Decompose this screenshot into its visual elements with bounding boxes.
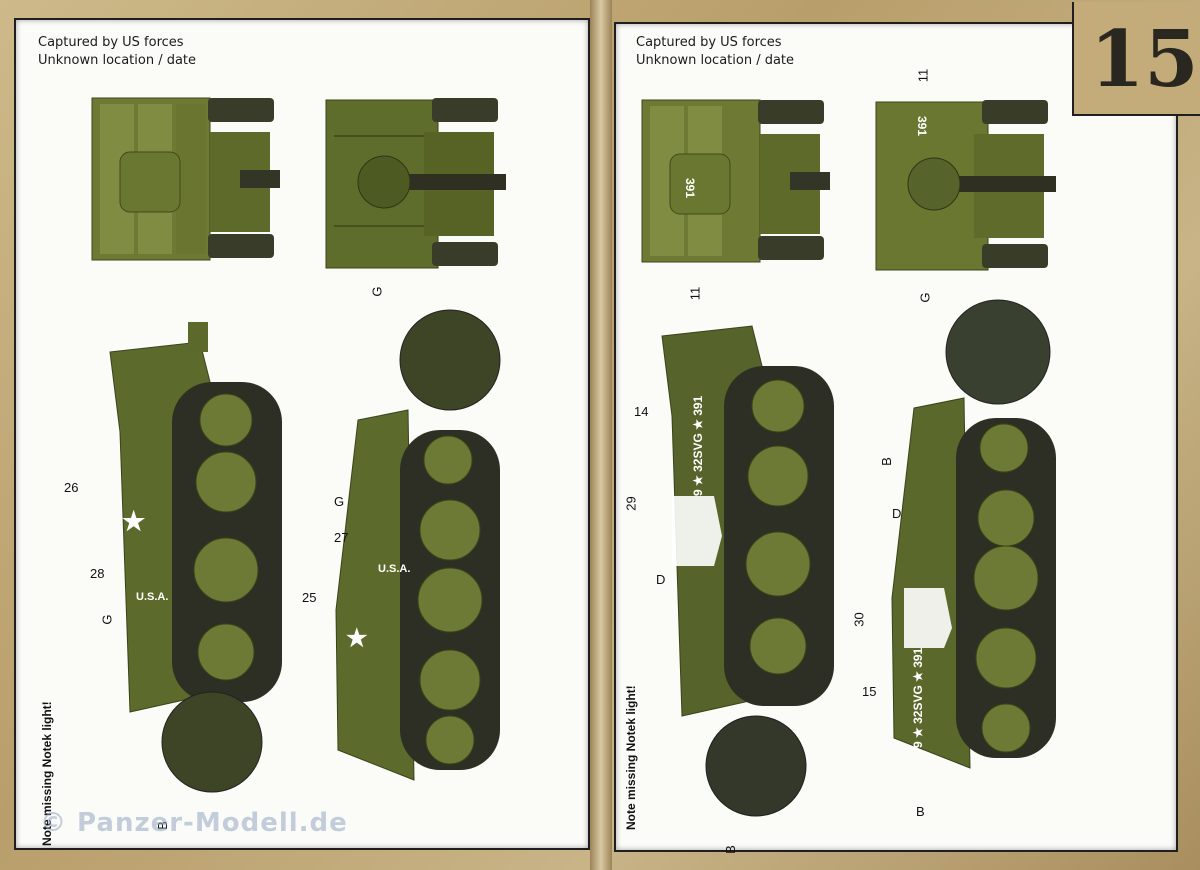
right-side-view-2: 9 ★ 32SVG ★ 391	[891, 299, 1056, 769]
right-top-view-rear: 391	[641, 99, 830, 263]
book-gutter	[590, 0, 612, 870]
svg-text:★: ★	[346, 625, 368, 652]
page-number-tab	[1072, 2, 1200, 116]
watermark: © Panzer-Modell.de	[40, 808, 348, 838]
left-callout-27: 27	[334, 530, 349, 545]
left-caption-line1: Captured by US forces	[38, 35, 184, 50]
left-caption-line2: Unknown location / date	[38, 53, 197, 68]
left-side-view-2: ★ U.S.A.	[335, 309, 501, 781]
right-callout-11-front: 11	[915, 68, 931, 83]
right-page: Captured by US forces Unknown location /…	[614, 22, 1178, 854]
left-top-view-front	[325, 98, 506, 269]
right-callout-b-2: B	[878, 457, 894, 466]
right-callout-15: 15	[862, 684, 877, 699]
right-callout-d-1: D	[656, 572, 666, 587]
left-callout-28: 28	[90, 566, 105, 581]
right-callout-29: 29	[623, 496, 639, 511]
page-number: 15	[1090, 14, 1199, 105]
left-callout-g-top: G	[369, 286, 385, 297]
right-side-view-1: 9 ★ 32SVG ★ 391	[661, 325, 834, 817]
left-usa-marking-1: U.S.A.	[136, 591, 168, 603]
right-callout-d-2: D	[892, 506, 902, 521]
right-number-marking-front: 391	[915, 116, 929, 136]
right-top-view-front: 391	[875, 100, 1056, 271]
left-top-view-rear	[91, 97, 280, 261]
left-page: Captured by US forces Unknown location /…	[14, 18, 590, 850]
right-caption-line1: Captured by US forces	[636, 35, 782, 50]
right-callout-30: 30	[851, 612, 867, 627]
left-caption: Captured by US forces Unknown location /…	[38, 34, 196, 70]
left-callout-g-side: G	[99, 614, 115, 625]
left-side-view-1: ★ U.S.A.	[109, 322, 282, 793]
right-callout-14: 14	[634, 404, 649, 419]
right-callout-b-1: B	[722, 845, 738, 854]
right-unit-marking-1: 9 ★ 32SVG ★ 391	[691, 395, 705, 496]
left-callout-26: 26	[64, 480, 79, 495]
right-caption-line2: Unknown location / date	[636, 53, 795, 68]
right-unit-marking-2: 9 ★ 32SVG ★ 391	[911, 647, 925, 748]
svg-text:★: ★	[122, 506, 146, 536]
right-callout-b-3: B	[916, 804, 925, 819]
right-number-marking-rear: 391	[683, 178, 697, 198]
left-callout-g-2: G	[334, 494, 345, 509]
right-caption: Captured by US forces Unknown location /…	[636, 34, 794, 70]
right-note: Note missing Notek light!	[624, 685, 638, 830]
left-callout-25: 25	[302, 590, 317, 605]
left-usa-marking-2: U.S.A.	[378, 563, 410, 575]
